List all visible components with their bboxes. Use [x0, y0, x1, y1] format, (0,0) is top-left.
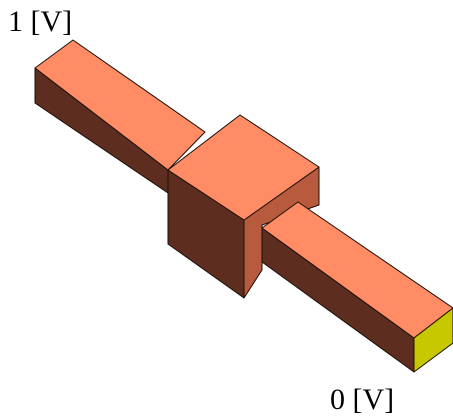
ground-terminal-face: [413, 307, 453, 373]
voltage-label-high: 1 [V]: [8, 5, 73, 38]
left-bar-top-face: [34, 39, 206, 171]
right-bar-segment: [261, 201, 453, 373]
left-bar-segment: [34, 39, 206, 194]
center-cube-top-face: [167, 114, 320, 221]
right-bar-top-face: [261, 201, 453, 339]
voltage-label-ground: 0 [V]: [330, 383, 395, 416]
center-cube: [167, 114, 320, 299]
